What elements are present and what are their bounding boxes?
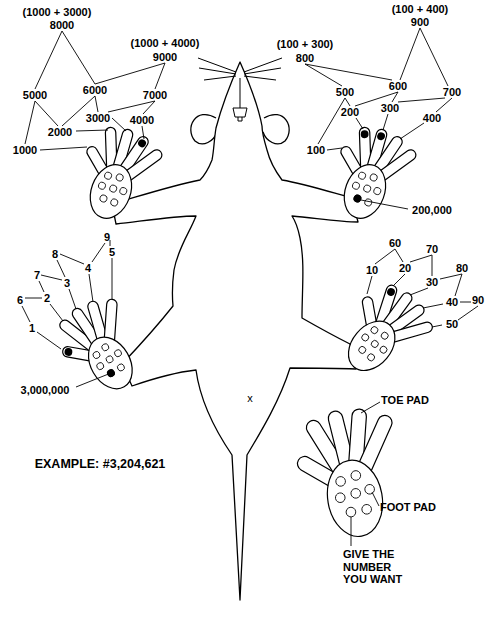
callout-number: 90	[472, 294, 484, 307]
rat-mouth	[233, 108, 247, 121]
key-paw	[287, 401, 414, 546]
callout-number: (100 + 400)	[392, 3, 449, 16]
callout-number: 3	[64, 277, 70, 290]
callout-number: 200,000	[412, 204, 452, 217]
rat-ear	[263, 115, 289, 144]
callout-number: 4	[85, 262, 91, 275]
callout-number: 5	[109, 246, 115, 259]
callout-number: 7000	[143, 89, 167, 102]
callout-number: 3000	[86, 112, 110, 125]
callout-number: 60	[389, 237, 401, 250]
callout-number: (1000 + 4000)	[131, 37, 200, 50]
paw-shape	[287, 401, 414, 546]
callout-number: 1000	[13, 144, 37, 157]
callout-number: 5000	[23, 89, 47, 102]
callout-number: 4000	[130, 114, 154, 127]
rat-whiskers	[198, 58, 282, 80]
callout-number: 3,000,000	[21, 384, 70, 397]
callout-number: 20	[399, 262, 411, 275]
callout-number: 800	[296, 52, 314, 65]
callout-number: 2000	[48, 126, 72, 139]
callout-number: 9000	[153, 51, 177, 64]
callout-number: 100	[307, 144, 325, 157]
belly-mark: x	[247, 392, 253, 405]
callout-number: 8000	[50, 19, 74, 32]
part-label: TOE PAD	[381, 394, 429, 407]
toe-dot	[361, 130, 369, 138]
instruction-note: GIVE THE NUMBER YOU WANT	[343, 548, 409, 586]
callout-number: 9	[104, 231, 110, 244]
part-label: FOOT PAD	[380, 501, 436, 514]
callout-number: 400	[423, 112, 441, 125]
callout-number: 10	[366, 264, 378, 277]
callout-number: 80	[456, 262, 468, 275]
toe-dot	[386, 287, 396, 297]
callout-number: 6000	[83, 84, 107, 97]
callout-number: 40	[446, 296, 458, 309]
callout-number: (100 + 300)	[277, 38, 334, 51]
leader-lines	[22, 28, 478, 546]
example-note: EXAMPLE: #3,204,621	[35, 457, 166, 471]
callout-number: 30	[426, 276, 438, 289]
rat-ear	[191, 115, 217, 144]
callout-number: 2	[44, 292, 50, 305]
callout-number: 50	[446, 318, 458, 331]
callout-number: 70	[426, 243, 438, 256]
callout-number: 200	[341, 106, 359, 119]
rat-body	[112, 62, 358, 600]
callout-number: 300	[381, 102, 399, 115]
toe-dot	[137, 138, 148, 149]
callout-number: 6	[17, 294, 23, 307]
callout-number: 1	[29, 322, 35, 335]
toe-dot	[376, 131, 386, 141]
callout-number: 600	[389, 80, 407, 93]
callout-number: (1000 + 3000)	[23, 6, 92, 19]
paw-shape	[65, 118, 168, 231]
rat-nose	[240, 78, 241, 108]
callout-number: 8	[52, 248, 58, 261]
callout-number: 7	[34, 269, 40, 282]
callout-number: 700	[443, 86, 461, 99]
callout-number: 900	[411, 16, 429, 29]
pad-dot	[352, 194, 362, 204]
front-left-paw	[65, 118, 168, 231]
callout-number: 500	[336, 86, 354, 99]
toe-dot	[64, 347, 73, 356]
